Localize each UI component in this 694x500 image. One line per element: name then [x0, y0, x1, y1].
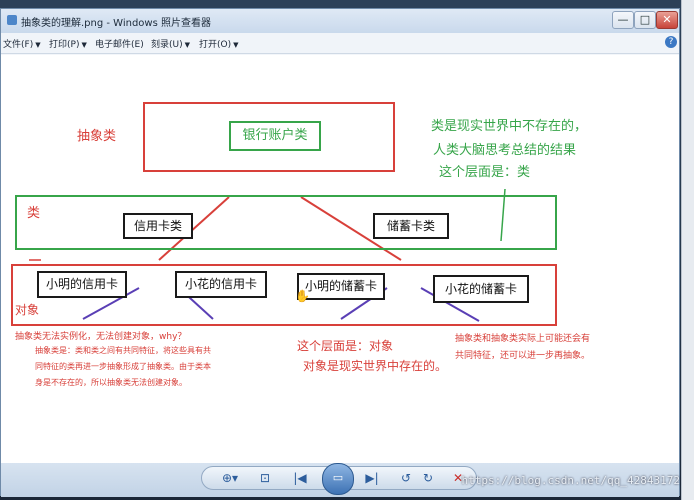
window-title: 抽象类的理解.png - Windows 照片查看器: [21, 18, 211, 29]
bank-account-class: 银行账户类: [229, 121, 321, 151]
left-note-3: 同特征的类再进一步抽象形成了抽象类。由于类本: [35, 362, 211, 371]
rotate-counterclockwise-icon[interactable]: ↺: [400, 471, 412, 485]
note-pointer-line: [500, 188, 506, 242]
class-label: 类: [27, 206, 41, 221]
object-label: 对象: [15, 303, 40, 317]
connector-savings-obj4: [420, 287, 480, 322]
right-note-1: 抽象类和抽象类实际上可能还会有: [455, 334, 591, 344]
menu-bar: 文件(F)▼ 打印(P)▼ 电子邮件(E) 刻录(U)▼ 打开(O)▼ ?: [1, 33, 679, 54]
abstract-layer-box: [143, 102, 395, 172]
abstract-label: 抽象类: [77, 129, 117, 144]
menu-burn[interactable]: 刻录(U)▼: [151, 40, 191, 50]
object-xiaohua-savings: 小花的储蓄卡: [433, 275, 529, 303]
left-note-2: 抽象类是：类和类之间有共同特征，将这些具有共: [35, 346, 211, 355]
chevron-down-icon: ▼: [35, 41, 41, 49]
close-button[interactable]: ✕: [656, 11, 678, 29]
connector-credit-obj1: [82, 287, 140, 320]
zoom-icon[interactable]: ⊕▾: [221, 471, 239, 485]
chevron-down-icon: ▼: [233, 41, 239, 49]
slideshow-icon[interactable]: ▭: [322, 463, 354, 495]
menu-email[interactable]: 电子邮件(E): [95, 40, 144, 50]
left-note-4: 身是不存在的，所以抽象类无法创建对象。: [35, 378, 187, 387]
app-icon: [7, 15, 17, 25]
object-xiaohua-credit: 小花的信用卡: [175, 271, 267, 298]
image-canvas: 抽象类 银行账户类 类是现实世界中不存在的， 人类大脑思考总结的结果 这个层面是…: [1, 55, 679, 464]
abstract-note-3: 这个层面是：类: [439, 165, 531, 180]
menu-print[interactable]: 打印(P)▼: [49, 40, 87, 50]
abstract-note-1: 类是现实世界中不存在的，: [431, 119, 588, 134]
object-layer-box: [11, 264, 557, 326]
viewer-toolbar: ⊕▾ ⊡ |◀ ▭ ▶| ↺ ↻ ✕: [1, 463, 679, 497]
mouse-cursor-icon: ✋: [295, 289, 310, 303]
center-note-2: 对象是现实世界中存在的。: [303, 359, 448, 373]
help-icon[interactable]: ?: [665, 36, 677, 48]
savings-card-class: 储蓄卡类: [373, 213, 449, 239]
previous-icon[interactable]: |◀: [293, 471, 307, 485]
controls-pill: ⊕▾ ⊡ |◀ ▭ ▶| ↺ ↻ ✕: [201, 463, 477, 495]
minimize-button[interactable]: —: [612, 11, 634, 29]
right-note-2: 共同特征，还可以进一步再抽象。: [455, 351, 591, 361]
menu-file[interactable]: 文件(F)▼: [3, 40, 41, 50]
watermark-url: https://blog.csdn.net/qq_42843172: [461, 474, 680, 487]
center-note-1: 这个层面是：对象: [297, 339, 394, 353]
delete-icon[interactable]: ✕: [452, 471, 464, 485]
object-xiaoming-credit: 小明的信用卡: [37, 271, 127, 298]
next-icon[interactable]: ▶|: [365, 471, 379, 485]
object-xiaoming-savings: 小明的储蓄卡: [297, 273, 385, 300]
class-layer-box: [15, 195, 557, 250]
maximize-button[interactable]: □: [634, 11, 656, 29]
left-note-1: 抽象类无法实例化，无法创建对象，why？: [15, 332, 187, 342]
menu-open[interactable]: 打开(O)▼: [199, 40, 239, 50]
chevron-down-icon: ▼: [184, 41, 191, 49]
photo-viewer-window: 抽象类的理解.png - Windows 照片查看器 — □ ✕ 文件(F)▼ …: [0, 8, 680, 497]
title-bar[interactable]: 抽象类的理解.png - Windows 照片查看器 — □ ✕: [1, 9, 679, 34]
background-window-edge: [681, 0, 694, 500]
chevron-down-icon: ▼: [81, 41, 87, 49]
credit-card-class: 信用卡类: [123, 213, 193, 239]
abstract-note-2: 人类大脑思考总结的结果: [433, 143, 577, 158]
actual-size-icon[interactable]: ⊡: [259, 471, 271, 485]
rotate-clockwise-icon[interactable]: ↻: [422, 471, 434, 485]
